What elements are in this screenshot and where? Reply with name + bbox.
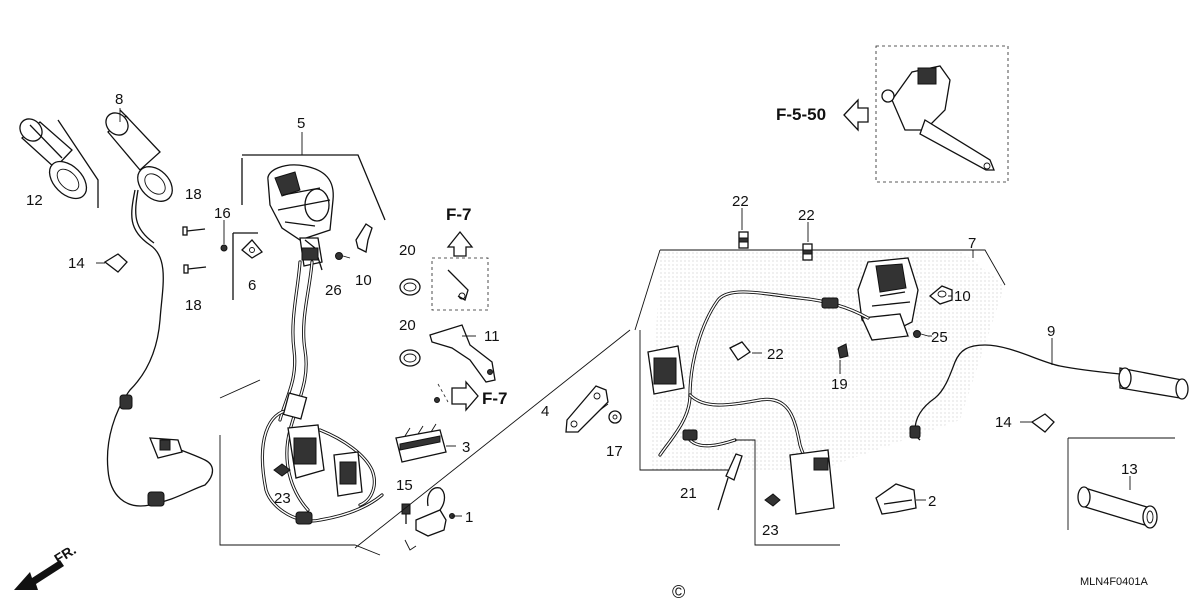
label-22-left: 22	[732, 193, 749, 210]
label-25: 25	[931, 329, 948, 346]
ref-f5-50: F-5-50	[776, 105, 826, 124]
label-15: 15	[396, 477, 413, 494]
label-10-left: 10	[355, 272, 372, 289]
right-switch-harness	[647, 290, 870, 515]
ref-f7-top: F-7	[446, 205, 472, 224]
connector-22-right[interactable]	[802, 243, 813, 261]
drawing-code: MLN4F0401A	[1080, 576, 1149, 588]
label-18-upper: 18	[185, 186, 202, 203]
label-14-right: 14	[995, 414, 1012, 431]
clamp-10-left[interactable]	[355, 223, 373, 253]
screw-18-lower[interactable]	[183, 264, 207, 274]
copyright-symbol: ©	[672, 582, 685, 600]
bracket-11[interactable]	[429, 324, 496, 412]
label-22-right: 22	[798, 207, 815, 224]
left-assembly-bracket	[219, 435, 381, 556]
label-23-left: 23	[274, 490, 291, 507]
right-assembly-bracket	[639, 330, 735, 471]
ref-f7-right: F-7	[482, 389, 508, 408]
clip-23-left[interactable]	[273, 463, 291, 477]
brake-lever-inset	[843, 45, 1009, 183]
heated-grip-8[interactable]	[101, 108, 179, 208]
connector-22-middle[interactable]	[729, 341, 751, 361]
front-label: FR.	[51, 541, 79, 567]
label-1: 1	[465, 509, 473, 526]
left-grip-wire	[106, 189, 214, 507]
clamp-10-right[interactable]	[928, 285, 953, 305]
screw-16[interactable]	[220, 232, 228, 252]
connector-22-left[interactable]	[738, 231, 749, 249]
bracket-6[interactable]	[232, 232, 263, 300]
label-20-lower: 20	[399, 317, 416, 334]
clamp-20-upper[interactable]	[399, 278, 421, 296]
clamp-20-lower[interactable]	[399, 349, 421, 367]
label-11: 11	[484, 328, 500, 345]
label-14-left: 14	[68, 255, 85, 272]
sensor-21[interactable]	[717, 453, 743, 511]
front-direction-arrow	[14, 560, 64, 590]
heated-grip-9[interactable]	[909, 344, 1189, 441]
label-19: 19	[831, 376, 848, 393]
label-23-right: 23	[762, 522, 779, 539]
wire-clip-14-left[interactable]	[96, 253, 128, 273]
label-2: 2	[928, 493, 936, 510]
label-18-lower: 18	[185, 297, 202, 314]
left-grip-12[interactable]	[15, 114, 99, 208]
leader-lines	[119, 108, 1131, 517]
relay-3[interactable]	[395, 423, 447, 463]
label-26: 26	[325, 282, 342, 299]
screw-18-upper[interactable]	[182, 226, 206, 236]
label-13: 13	[1121, 461, 1138, 478]
label-22-middle: 22	[767, 346, 784, 363]
bracket-4[interactable]	[565, 385, 609, 433]
label-16: 16	[214, 205, 231, 222]
left-assembly-bracket-top	[219, 379, 261, 399]
label-9: 9	[1047, 323, 1055, 340]
label-5: 5	[297, 115, 305, 132]
label-10-right: 10	[954, 288, 971, 305]
clip-19[interactable]	[837, 343, 849, 359]
clip-23-right-bracket	[735, 439, 840, 546]
screw-25[interactable]	[913, 330, 929, 338]
label-20-upper: 20	[399, 242, 416, 259]
label-4: 4	[541, 403, 549, 420]
clip-23-right[interactable]	[764, 493, 781, 507]
wire-clip-14-right[interactable]	[1020, 413, 1055, 433]
f7-reference-box	[431, 230, 489, 311]
shaded-assembly-region	[650, 250, 1005, 470]
label-3: 3	[462, 439, 470, 456]
left-switch-harness	[260, 239, 384, 525]
bracket-2[interactable]	[875, 483, 917, 515]
label-8: 8	[115, 91, 123, 108]
grip-13[interactable]	[1067, 437, 1175, 530]
label-7: 7	[968, 235, 976, 252]
label-12: 12	[26, 192, 43, 209]
label-6: 6	[248, 277, 256, 294]
clamp-1[interactable]	[404, 487, 455, 551]
label-17: 17	[606, 443, 623, 460]
harness-link-line	[354, 329, 631, 549]
screw-26[interactable]	[335, 252, 351, 260]
nut-17[interactable]	[608, 410, 622, 424]
label-21: 21	[680, 485, 697, 502]
right-switch-assembly-7[interactable]	[634, 249, 1006, 341]
